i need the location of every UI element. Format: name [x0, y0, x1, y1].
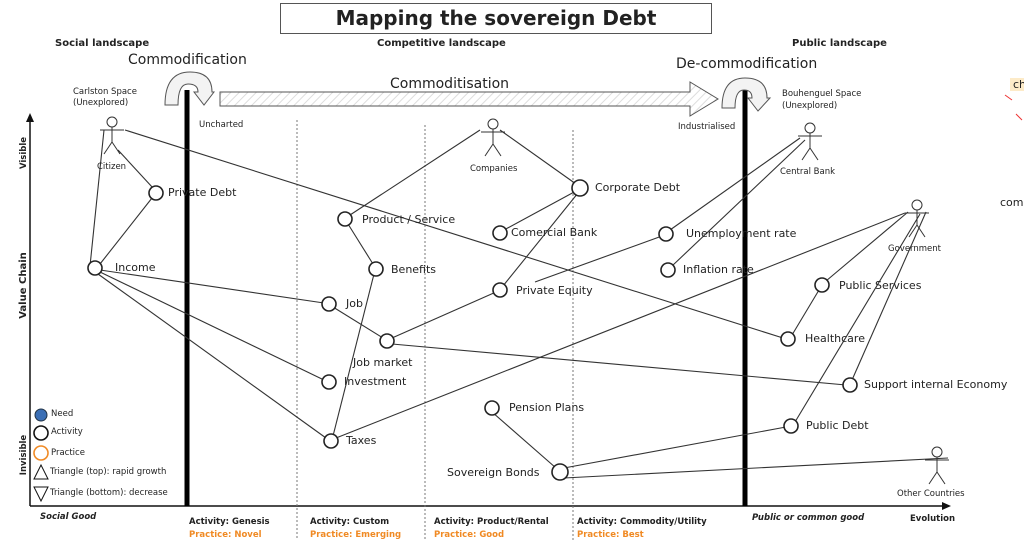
- healthcare-label: Healthcare: [805, 332, 865, 345]
- uncharted-label: Uncharted: [199, 120, 244, 130]
- legend-triangle-up-icon: [33, 463, 49, 480]
- private-debt-label: Private Debt: [168, 186, 237, 199]
- bouhenguel-space-sub: (Unexplored): [782, 101, 838, 111]
- visible-label: Visible: [19, 136, 30, 170]
- node-comercial-bank: [492, 225, 508, 241]
- other-countries-label: Other Countries: [897, 489, 965, 499]
- inflation-rate-label: Inflation rate: [683, 263, 754, 276]
- legend-practice: Practice: [51, 448, 85, 458]
- public-services-label: Public Services: [839, 279, 922, 292]
- public-good-label: Public or common good: [752, 513, 865, 523]
- stage-product-practice: Practice: Good: [434, 530, 505, 540]
- public-debt-label: Public Debt: [806, 419, 869, 432]
- legend-triangle-down-icon: [33, 486, 49, 503]
- node-pension-plans: [484, 400, 500, 416]
- citizen-label: Citizen: [97, 162, 127, 172]
- benefits-label: Benefits: [391, 263, 437, 276]
- central-bank-label: Central Bank: [780, 167, 836, 177]
- y-axis-arrow-icon: [26, 113, 34, 122]
- legend-practice-icon: [33, 445, 49, 461]
- income-label: Income: [115, 261, 156, 274]
- commoditisation-arrow-icon: [219, 81, 719, 117]
- node-inflation-rate: [660, 262, 676, 278]
- commodification-label: Commodification: [128, 52, 247, 68]
- corporate-debt-label: Corporate Debt: [595, 181, 681, 194]
- node-income: [87, 260, 103, 276]
- government-label: Government: [888, 244, 942, 254]
- node-private-debt: [148, 185, 164, 201]
- edge-note: ch: [1010, 78, 1024, 91]
- stage-custom-activity: Activity: Custom: [310, 517, 390, 527]
- node-public-services: [814, 277, 830, 293]
- bouhenguel-space-label: Bouhenguel Space: [782, 89, 862, 99]
- node-job: [321, 296, 337, 312]
- node-private-equity: [492, 282, 508, 298]
- node-product-service: [337, 211, 353, 227]
- competitive-landscape-label: Competitive landscape: [377, 38, 506, 49]
- other-countries-figure-icon: [925, 446, 949, 485]
- decommodification-label: De-commodification: [676, 56, 818, 72]
- citizen-figure-icon: [100, 116, 124, 155]
- legend-activity-icon: [33, 425, 49, 441]
- node-benefits: [368, 261, 384, 277]
- companies-label: Companies: [470, 164, 518, 174]
- carlston-space-label: Carlston Space: [73, 87, 137, 97]
- stage-genesis-activity: Activity: Genesis: [189, 517, 270, 527]
- stage-product-activity: Activity: Product/Rental: [434, 517, 549, 527]
- job-label: Job: [346, 297, 363, 310]
- carlston-space-sub: (Unexplored): [73, 98, 129, 108]
- pension-plans-label: Pension Plans: [509, 401, 585, 414]
- node-sovereign-bonds: [551, 463, 569, 481]
- government-figure-icon: [905, 199, 929, 238]
- node-support-internal-economy: [842, 377, 858, 393]
- social-good-label: Social Good: [40, 512, 97, 522]
- private-equity-label: Private Equity: [516, 284, 593, 297]
- taxes-label: Taxes: [346, 434, 377, 447]
- social-landscape-label: Social landscape: [55, 38, 150, 49]
- legend-need-icon: [34, 408, 48, 422]
- stage-commodity-practice: Practice: Best: [577, 530, 644, 540]
- x-axis-arrow-icon: [942, 502, 951, 510]
- node-public-debt: [783, 418, 799, 434]
- companies-figure-icon: [481, 118, 505, 157]
- evolution-label: Evolution: [910, 514, 956, 524]
- public-landscape-label: Public landscape: [792, 38, 887, 49]
- commodification-arrow-icon: [164, 71, 216, 106]
- legend-need: Need: [51, 409, 74, 419]
- product-service-label: Product / Service: [362, 213, 456, 226]
- edge-note: com: [1000, 196, 1024, 209]
- stage-custom-practice: Practice: Emerging: [310, 530, 402, 540]
- support-internal-economy-label: Support internal Economy: [864, 378, 1008, 391]
- industrialised-label: Industrialised: [678, 122, 736, 132]
- comercial-bank-label: Comercial Bank: [511, 226, 598, 239]
- legend-activity: Activity: [51, 427, 83, 437]
- value-chain-label: Value Chain: [17, 252, 29, 319]
- job-market-label: Job market: [353, 356, 413, 369]
- dependency-links: [89, 129, 949, 479]
- node-healthcare: [780, 331, 796, 347]
- map-title: Mapping the sovereign Debt: [280, 3, 712, 34]
- decommodification-arrow-icon: [721, 77, 772, 112]
- commoditisation-label: Commoditisation: [390, 76, 510, 92]
- invisible-label: Invisible: [19, 434, 30, 476]
- central-bank-figure-icon: [798, 122, 822, 161]
- node-taxes: [323, 433, 339, 449]
- node-corporate-debt: [571, 179, 589, 197]
- node-investment: [321, 374, 337, 390]
- sovereign-bonds-label: Sovereign Bonds: [447, 466, 540, 479]
- legend-triangle-up: Triangle (top): rapid growth: [50, 467, 167, 477]
- node-job-market: [379, 333, 395, 349]
- legend-triangle-down: Triangle (bottom): decrease: [50, 488, 168, 498]
- unemployment-rate-label: Unemployment rate: [686, 227, 797, 240]
- stage-commodity-activity: Activity: Commodity/Utility: [577, 517, 707, 527]
- stage-genesis-practice: Practice: Novel: [189, 530, 262, 540]
- investment-label: Investment: [344, 375, 407, 388]
- node-unemployment-rate: [658, 226, 674, 242]
